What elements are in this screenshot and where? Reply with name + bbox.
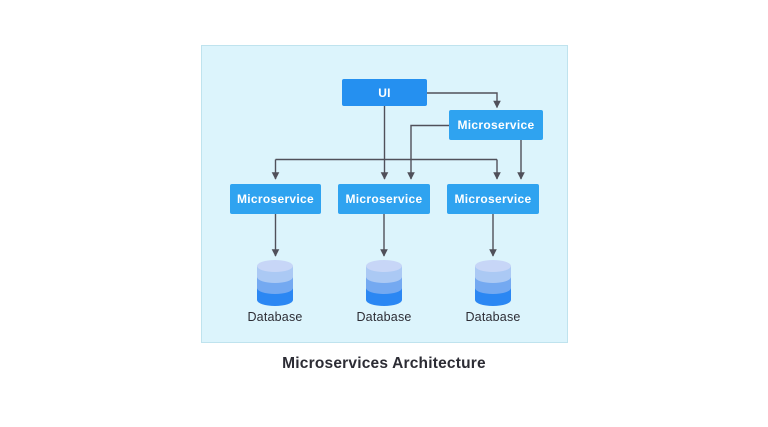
database-2-cylinder-icon <box>366 260 402 306</box>
database-2-label: Database <box>356 310 412 324</box>
database-3-cylinder-icon <box>475 260 511 306</box>
microservice-2-node: Microservice <box>338 184 430 214</box>
gateway-microservice-label: Microservice <box>457 118 535 132</box>
microservice-1-label: Microservice <box>237 192 314 206</box>
database-1-cylinder-icon <box>257 260 293 306</box>
microservice-1-node: Microservice <box>230 184 321 214</box>
ui-node: UI <box>342 79 427 106</box>
microservice-3-node: Microservice <box>447 184 539 214</box>
ui-node-label: UI <box>378 85 391 100</box>
database-1-label: Database <box>247 310 303 324</box>
microservice-2-label: Microservice <box>345 192 423 206</box>
microservice-3-label: Microservice <box>454 192 532 206</box>
gateway-microservice-node: Microservice <box>449 110 543 140</box>
database-3-label: Database <box>465 310 521 324</box>
diagram-caption: Microservices Architecture <box>282 355 486 372</box>
